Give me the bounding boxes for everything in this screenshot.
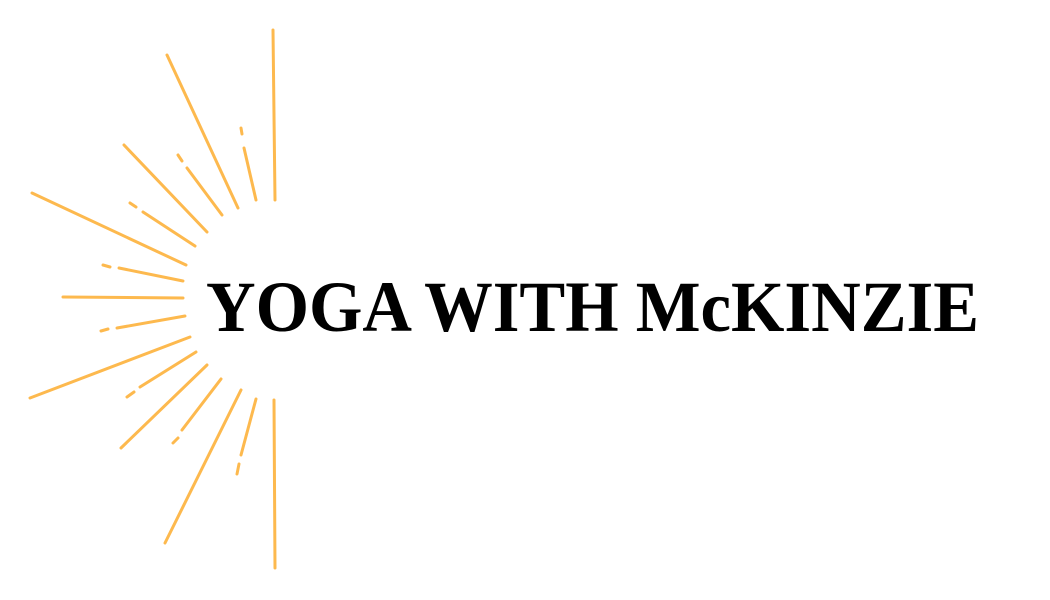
sun-ray <box>99 327 110 333</box>
sun-ray <box>165 53 240 210</box>
sun-ray <box>239 126 244 136</box>
sun-ray <box>30 191 188 267</box>
sun-ray <box>239 397 258 457</box>
logo-title: YOGA WITH McKINZIE <box>206 267 979 347</box>
sun-ray <box>163 388 243 545</box>
sun-ray <box>180 377 223 432</box>
sun-ray <box>61 295 185 300</box>
sun-ray <box>141 210 197 248</box>
sun-ray <box>138 350 198 389</box>
sun-ray <box>171 436 180 445</box>
sun-ray <box>28 335 192 400</box>
sun-ray <box>176 153 184 163</box>
sun-ray <box>117 266 185 283</box>
sun-ray <box>119 363 209 450</box>
sunburst-icon <box>28 28 277 570</box>
sun-ray <box>101 263 112 269</box>
sun-ray <box>272 398 277 570</box>
sun-ray <box>271 28 277 202</box>
sun-ray <box>235 462 241 476</box>
sun-ray <box>242 146 258 202</box>
sun-ray <box>115 314 187 330</box>
sun-ray <box>128 201 138 209</box>
sun-ray <box>125 390 136 399</box>
sun-ray <box>122 143 209 234</box>
sun-ray <box>185 166 224 217</box>
